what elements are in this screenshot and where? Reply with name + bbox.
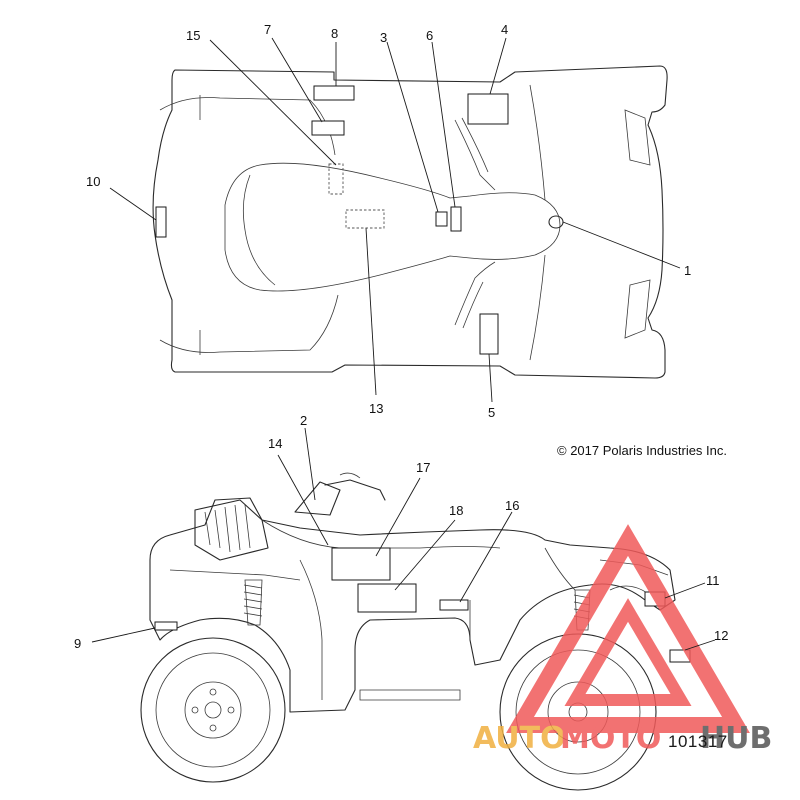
decal-8-top [313, 85, 355, 101]
leader-lines [91, 37, 716, 651]
callout-14: 14 [268, 436, 282, 451]
callout-15: 15 [186, 28, 200, 43]
callout-numbers: 15 7 8 3 6 4 10 1 13 5 2 14 17 18 16 9 1… [74, 22, 728, 651]
callout-10: 10 [86, 174, 100, 189]
watermark-logo: AUTO MOTO HUB [473, 524, 772, 756]
part-number: 101317 [668, 732, 728, 751]
callout-1: 1 [684, 263, 691, 278]
decal-10-top [155, 206, 167, 238]
decal-7-top [311, 120, 345, 136]
callout-12: 12 [714, 628, 728, 643]
rear-wheel-tire [140, 637, 286, 783]
top-body-contour [224, 162, 561, 292]
callout-8: 8 [331, 26, 338, 41]
top-handlebar-right [454, 119, 496, 191]
front-wheel-hub [547, 681, 609, 743]
side-windshield [294, 481, 341, 516]
top-fuel-cap [548, 215, 564, 229]
callout-18: 18 [449, 503, 463, 518]
decal-13-top [345, 209, 385, 229]
callout-2: 2 [300, 413, 307, 428]
callout-6: 6 [426, 28, 433, 43]
top-handlebar-left [454, 261, 496, 326]
atv-top-view [152, 65, 668, 379]
rear-wheel-hub [184, 681, 242, 739]
callout-7: 7 [264, 22, 271, 37]
decal-6-top [450, 206, 462, 232]
watermark-text-right: HUB [700, 721, 772, 756]
decal-3-top [435, 211, 448, 227]
decal-16-side [439, 599, 469, 611]
callout-4: 4 [501, 22, 508, 37]
callout-11: 11 [706, 573, 720, 588]
callout-5: 5 [488, 405, 495, 420]
top-front-vent-lower [624, 279, 651, 339]
decal-18-side [357, 583, 417, 613]
decal-15-top [328, 163, 344, 195]
callout-3: 3 [380, 30, 387, 45]
copyright-text: © 2017 Polaris Industries Inc. [557, 443, 727, 458]
callout-13: 13 [369, 401, 383, 416]
side-handlebar [324, 479, 386, 501]
decal-4-top [467, 93, 509, 125]
callout-16: 16 [505, 498, 519, 513]
watermark-text-mid: MOTO [560, 721, 661, 756]
callout-17: 17 [416, 460, 430, 475]
decal-17-side [331, 547, 391, 581]
watermark-triangle-outer [506, 524, 750, 733]
callout-9: 9 [74, 636, 81, 651]
top-front-vent-upper [624, 109, 651, 166]
top-rear-fender [152, 65, 668, 379]
top-seat-edge [242, 174, 276, 286]
watermark-text-left: AUTO [473, 721, 566, 756]
decal-5-top [479, 313, 499, 355]
watermark-triangle-inner [564, 598, 692, 706]
rear-shock [244, 579, 263, 626]
decal-9-side [154, 621, 178, 631]
side-rear-rack [194, 499, 269, 561]
